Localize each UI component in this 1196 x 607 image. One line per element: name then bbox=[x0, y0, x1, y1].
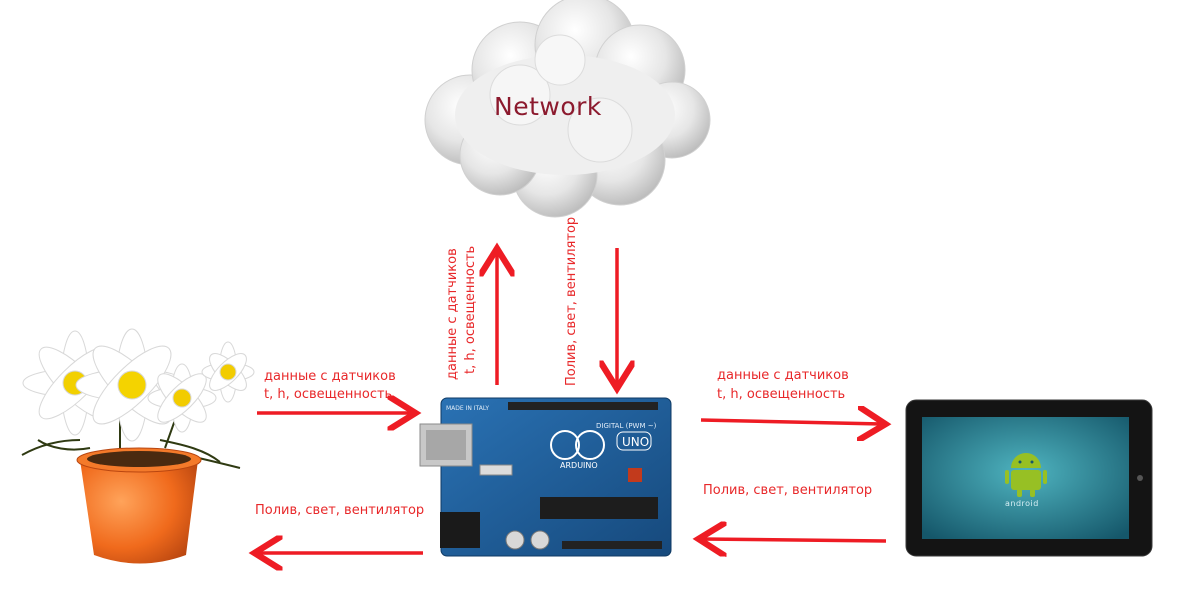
label-flower-to-board-line1: данные с датчиков bbox=[264, 369, 396, 384]
label-board-to-flower: Полив, свет, вентилятор bbox=[255, 503, 425, 518]
label-tablet-to-board: Полив, свет, вентилятор bbox=[703, 483, 873, 498]
android-robot-icon bbox=[1005, 453, 1047, 497]
label-cloud-to-board: Полив, свет, вентилятор bbox=[564, 216, 579, 386]
arrow-tablet-to-board bbox=[702, 539, 887, 541]
label-board-to-cloud-line1: данные с датчиков bbox=[445, 248, 460, 380]
network-cloud bbox=[424, 0, 711, 218]
analog-header bbox=[562, 541, 662, 549]
android-wordmark: android bbox=[1005, 499, 1039, 508]
flower-pot bbox=[21, 328, 255, 564]
made-in-label: MADE IN ITALY bbox=[446, 405, 489, 412]
network-label: Network bbox=[494, 92, 602, 121]
atmega-chip bbox=[540, 497, 658, 519]
orange-pot bbox=[76, 447, 202, 564]
digital-label: DIGITAL (PWM ~) bbox=[596, 422, 657, 430]
arrow-board-to-tablet bbox=[700, 420, 882, 424]
arduino-logo bbox=[550, 430, 580, 460]
arrows bbox=[257, 248, 886, 553]
android-tablet bbox=[905, 399, 1153, 557]
daisy-flowers bbox=[22, 328, 255, 442]
arduino-board: DIGITAL (PWM ~) ARDUINO UNO MADE IN ITAL… bbox=[419, 397, 672, 557]
digital-header bbox=[508, 402, 658, 410]
label-flower-to-board-line2: t, h, освещенность bbox=[264, 387, 393, 402]
arduino-wordmark: ARDUINO bbox=[560, 461, 598, 470]
label-board-to-tablet-line1: данные с датчиков bbox=[717, 368, 849, 383]
label-board-to-cloud-line2: t, h, освещенность bbox=[463, 245, 478, 374]
uno-label: UNO bbox=[622, 435, 649, 449]
home-button bbox=[1137, 475, 1143, 481]
label-board-to-tablet-line2: t, h, освещенность bbox=[717, 387, 846, 402]
power-jack bbox=[440, 512, 480, 548]
